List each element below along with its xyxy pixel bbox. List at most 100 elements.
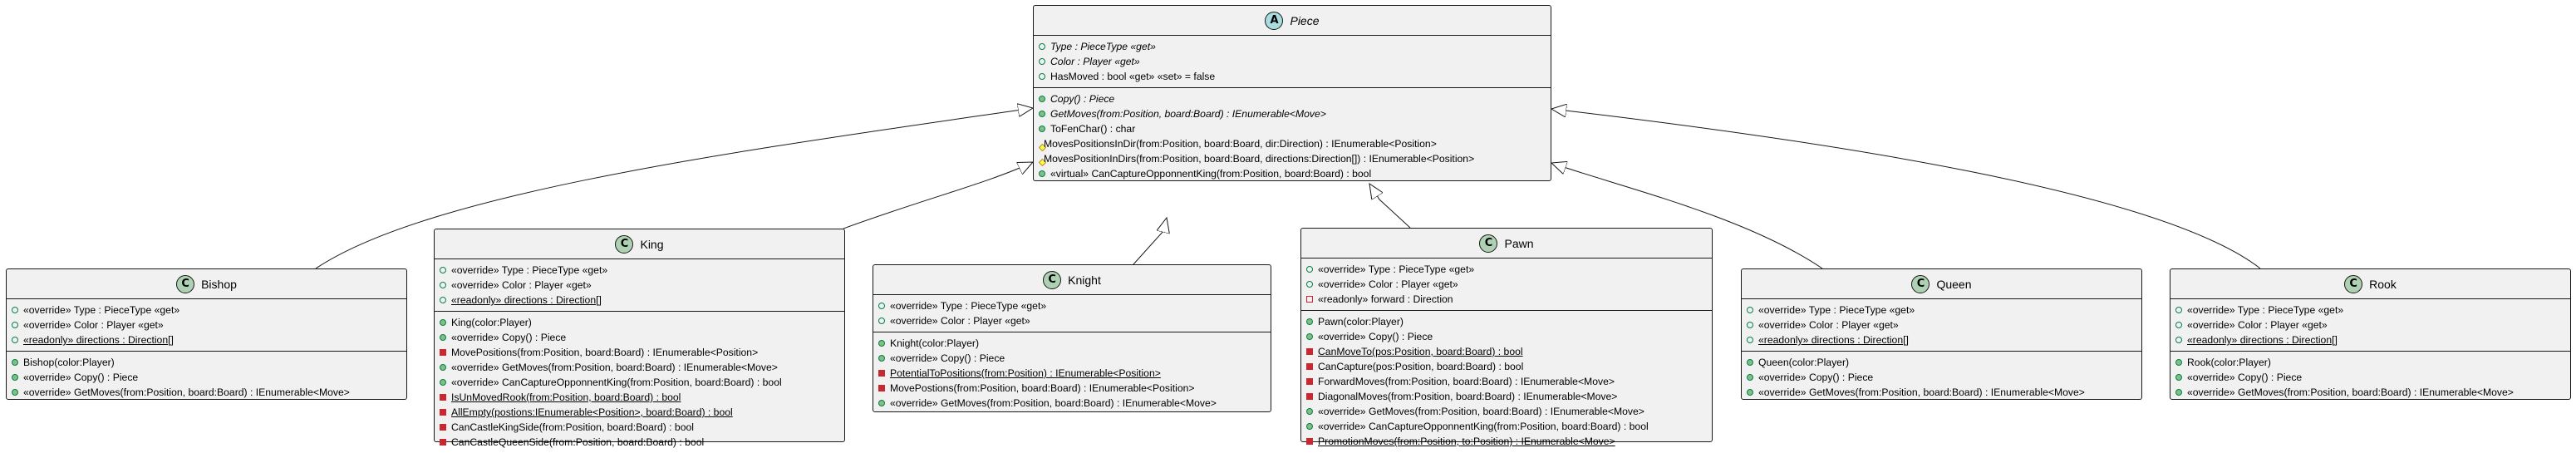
member-row: ForwardMoves(from:Position, board:Board)…: [1301, 374, 1712, 389]
public-visibility-icon: [12, 337, 18, 343]
public-visibility-icon: [12, 359, 18, 366]
member-row: «override» Type : PieceType «get»: [7, 303, 406, 318]
public-visibility-icon: [2175, 337, 2182, 343]
member-text: MovePositions(from:Position, board:Board…: [451, 347, 759, 358]
public-visibility-icon: [1039, 126, 1045, 132]
member-text: «override» Copy() : Piece: [2187, 372, 2303, 383]
member-row: «override» Type : PieceType «get»: [1742, 303, 2141, 318]
member-text: Pawn(color:Player): [1318, 316, 1404, 327]
class-icon: C: [1911, 274, 1930, 293]
member-row: «override» Copy() : Piece: [873, 351, 1271, 366]
fields-section: Type : PieceType «get»Color : Player «ge…: [1034, 36, 1551, 88]
member-row: «override» GetMoves(from:Position, board…: [873, 396, 1271, 411]
private-visibility-icon: [1306, 296, 1313, 303]
public-visibility-icon: [1747, 307, 1753, 313]
member-row: King(color:Player): [435, 315, 844, 330]
member-row: GetMoves(from:Position, board:Board) : I…: [1034, 106, 1551, 121]
edge-knight-piece: [1133, 218, 1167, 265]
methods-section: Bishop(color:Player)«override» Copy() : …: [7, 352, 406, 403]
class-name: Knight: [1068, 273, 1101, 287]
public-visibility-icon: [1306, 408, 1313, 415]
member-row: «override» Color : Player «get»: [2170, 318, 2570, 332]
member-row: «virtual» CanCaptureOpponnentKing(from:P…: [1034, 166, 1551, 181]
member-row: «override» GetMoves(from:Position, board…: [435, 360, 844, 375]
member-text: «override» CanCaptureOpponnentKing(from:…: [1318, 421, 1649, 432]
public-visibility-icon: [1039, 170, 1045, 177]
private-visibility-icon: [1306, 378, 1313, 385]
member-text: «override» Copy() : Piece: [1758, 372, 1874, 383]
member-row: «override» Color : Player «get»: [873, 313, 1271, 328]
fields-section: «override» Type : PieceType «get» «overri…: [1301, 259, 1712, 311]
member-row: «override» Color : Player «get»: [7, 318, 406, 332]
member-text: IsUnMovedRook(from:Position, board:Board…: [451, 391, 681, 403]
public-visibility-icon: [12, 322, 18, 328]
edge-bishop-piece: [315, 108, 1033, 269]
member-row: CanCastleQueenSide(from:Position, board:…: [435, 435, 844, 450]
member-text: MovesPositionInDirs(from:Position, board…: [1044, 153, 1475, 165]
public-visibility-icon: [878, 355, 885, 362]
private-visibility-icon: [1306, 348, 1313, 355]
methods-section: Knight(color:Player)«override» Copy() : …: [873, 332, 1271, 414]
public-visibility-icon: [1747, 337, 1753, 343]
public-visibility-icon: [2175, 322, 2182, 328]
member-row: AllEmpty(postions:IEnumerable<Position>,…: [435, 405, 844, 420]
private-visibility-icon: [878, 385, 885, 391]
private-visibility-icon: [440, 394, 446, 401]
public-visibility-icon: [1039, 96, 1045, 102]
public-visibility-icon: [12, 307, 18, 313]
class-header: C Queen: [1742, 269, 2141, 299]
member-text: «override» Color : Player «get»: [451, 279, 592, 291]
class-name: Rook: [2369, 277, 2397, 291]
public-visibility-icon: [1306, 423, 1313, 430]
member-row: Pawn(color:Player): [1301, 314, 1712, 329]
public-visibility-icon: [1306, 318, 1313, 325]
class-icon: C: [1479, 234, 1498, 253]
fields-section: «override» Type : PieceType «get»«overri…: [873, 295, 1271, 332]
member-row: PotentialToPositions(from:Position) : IE…: [873, 366, 1271, 381]
member-text: GetMoves(from:Position, board:Board) : I…: [1050, 108, 1326, 120]
class-name: Piece: [1290, 13, 1320, 27]
member-text: «override» Color : Player «get»: [23, 319, 164, 331]
methods-section: Rook(color:Player)«override» Copy() : Pi…: [2170, 352, 2570, 403]
member-text: «override» Type : PieceType «get»: [1318, 263, 1475, 275]
public-visibility-icon: [878, 400, 885, 406]
member-row: «override» Color : Player «get»: [1301, 277, 1712, 292]
class-name: Bishop: [201, 277, 237, 291]
private-visibility-icon: [878, 370, 885, 377]
member-row: Type : PieceType «get»: [1034, 39, 1551, 54]
member-row: «override» Copy() : Piece: [2170, 370, 2570, 385]
private-visibility-icon: [1306, 393, 1313, 400]
member-text: King(color:Player): [451, 317, 532, 328]
private-visibility-icon: [440, 424, 446, 431]
public-visibility-icon: [2175, 374, 2182, 381]
member-text: «override» GetMoves(from:Position, board…: [890, 397, 1217, 409]
member-text: PromotionMoves(from:Position, to:Positio…: [1318, 436, 1615, 447]
member-text: AllEmpty(postions:IEnumerable<Position>,…: [451, 406, 733, 418]
member-text: MovePostions(from:Position, board:Board)…: [890, 382, 1195, 394]
member-text: «readonly» directions : Direction[]: [2187, 334, 2338, 346]
class-icon: C: [615, 234, 634, 254]
public-visibility-icon: [1039, 111, 1045, 117]
member-text: DiagonalMoves(from:Position, board:Board…: [1318, 391, 1618, 402]
public-visibility-icon: [1747, 374, 1753, 381]
member-text: «override» GetMoves(from:Position, board…: [2187, 387, 2514, 398]
methods-section: King(color:Player)«override» Copy() : Pi…: [435, 312, 844, 453]
class-name: Queen: [1936, 277, 1972, 291]
member-text: «override» Copy() : Piece: [890, 352, 1005, 364]
member-text: «override» Copy() : Piece: [23, 372, 139, 383]
public-visibility-icon: [878, 318, 885, 324]
member-text: «override» Type : PieceType «get»: [23, 304, 180, 316]
member-text: «override» Color : Player «get»: [1318, 278, 1458, 290]
member-row: Color : Player «get»: [1034, 54, 1551, 69]
member-text: «override» Copy() : Piece: [1318, 331, 1433, 342]
member-text: «override» GetMoves(from:Position, board…: [451, 362, 778, 373]
member-text: HasMoved : bool «get» «set» = false: [1050, 71, 1216, 82]
public-visibility-icon: [1747, 389, 1753, 396]
public-visibility-icon: [2175, 359, 2182, 366]
